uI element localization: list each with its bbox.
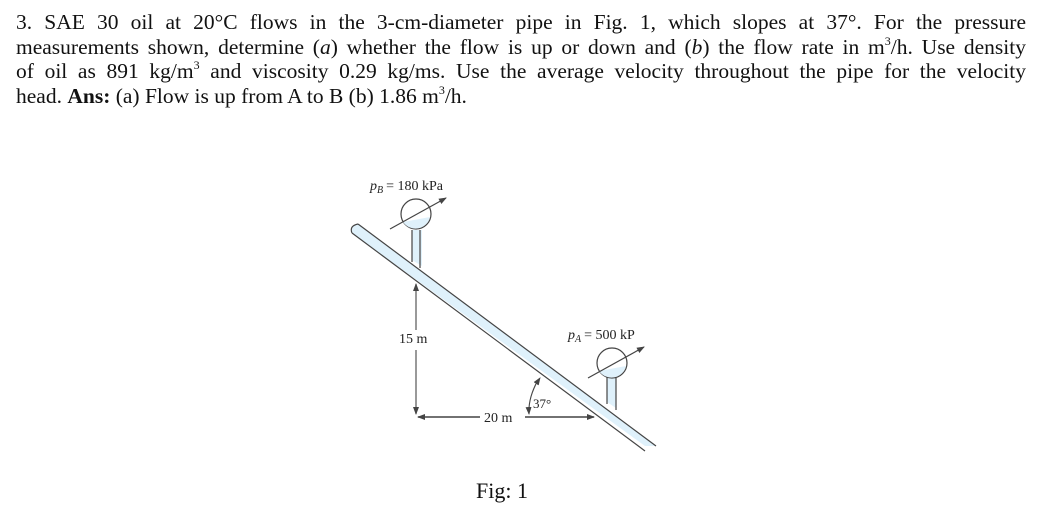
gauge-a-label: pA= 500 kP xyxy=(567,328,635,345)
gauge-a-needle-icon xyxy=(587,346,645,379)
angle-indicator: 37° xyxy=(525,377,551,415)
gauge-b-needle-icon xyxy=(389,197,447,230)
problem-line-3: of oil as 891 kg/m3 and viscosity 0.29 k… xyxy=(16,58,1026,83)
answer-label: Ans: xyxy=(67,83,111,108)
vertical-dimension: 15 m xyxy=(399,283,428,415)
horizontal-dim-label: 20 m xyxy=(484,411,513,426)
angle-label: 37° xyxy=(533,396,551,411)
problem-number: 3. xyxy=(16,10,33,34)
problem-line-2: measurements shown, determine (a) whethe… xyxy=(16,33,1026,59)
sloped-pipe xyxy=(350,223,657,452)
gauge-b: pB= 180 kPa xyxy=(369,179,447,268)
horizontal-dimension: 20 m xyxy=(417,411,595,426)
problem-line-1: 3. SAE 30 oil at 20°C flows in the 3-cm-… xyxy=(16,10,1026,34)
problem-statement: 3. SAE 30 oil at 20°C flows in the 3-cm-… xyxy=(16,10,1026,108)
figure-caption: Fig: 1 xyxy=(476,478,528,503)
vertical-dim-label: 15 m xyxy=(399,332,428,347)
gauge-a: pA= 500 kP xyxy=(567,328,645,410)
gauge-b-label: pB= 180 kPa xyxy=(369,179,444,196)
answer-text: (a) Flow is up from A to B (b) 1.86 m xyxy=(110,83,439,108)
pipe-end-cap xyxy=(350,223,359,234)
problem-line-4: head. Ans: (a) Flow is up from A to B (b… xyxy=(16,82,467,108)
